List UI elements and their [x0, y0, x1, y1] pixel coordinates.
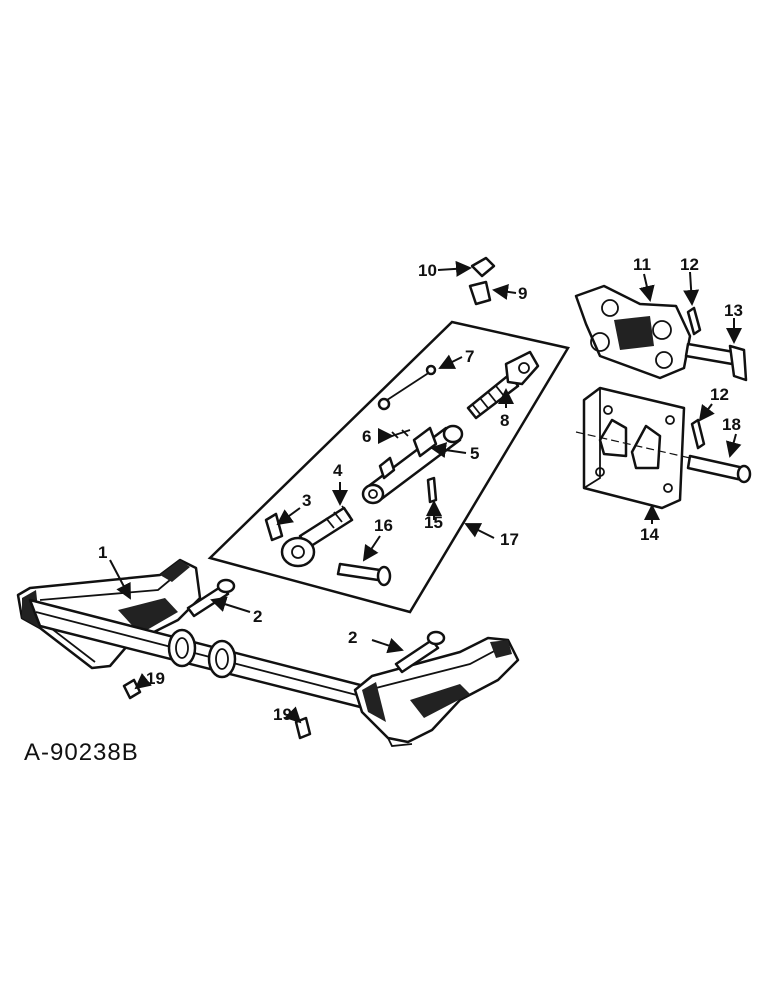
callout-19-left: 19	[146, 669, 165, 688]
callout-16: 16	[374, 516, 393, 535]
callout-11: 11	[633, 255, 651, 274]
callout-13: 13	[724, 301, 743, 320]
callout-3: 3	[302, 491, 311, 510]
callout-2-right: 2	[348, 628, 357, 647]
kit-outline	[207, 320, 570, 614]
clip-12-bottom	[690, 418, 706, 450]
pin-left	[186, 578, 236, 618]
pin-13	[684, 342, 748, 382]
clip-12-top	[686, 306, 702, 336]
callout-17: 17	[500, 530, 519, 549]
drawbar-assembly	[16, 558, 520, 747]
pin-18	[686, 454, 752, 484]
drawing-id: A-90238B	[24, 739, 139, 766]
tube-5	[361, 424, 464, 505]
callout-10: 10	[418, 261, 437, 280]
callout-6: 6	[362, 427, 371, 446]
callout-12-top: 12	[680, 255, 699, 274]
top-link-bracket	[574, 284, 692, 380]
clip-left	[122, 678, 142, 700]
callout-4: 4	[333, 461, 343, 480]
callout-7: 7	[465, 347, 474, 366]
callout-18: 18	[722, 415, 741, 434]
callout-5: 5	[470, 444, 479, 463]
mounting-plate	[582, 386, 686, 510]
callout-1: 1	[98, 543, 107, 562]
threaded-link-4	[280, 505, 354, 568]
callout-9: 9	[518, 284, 527, 303]
threaded-end-8	[466, 350, 540, 420]
pin-right	[394, 630, 446, 674]
callout-8: 8	[500, 411, 509, 430]
pin-16	[336, 562, 392, 587]
callout-19-right: 19	[273, 705, 292, 724]
pin-15	[426, 476, 438, 504]
bracket-10	[470, 256, 496, 278]
centerline	[575, 431, 691, 459]
check-chain	[377, 364, 437, 411]
callout-2-left: 2	[253, 607, 262, 626]
clip-9	[468, 280, 492, 306]
callout-15: 15	[424, 513, 443, 532]
callout-14: 14	[640, 525, 659, 544]
callout-12-bottom: 12	[710, 385, 729, 404]
clip-3	[264, 512, 284, 542]
